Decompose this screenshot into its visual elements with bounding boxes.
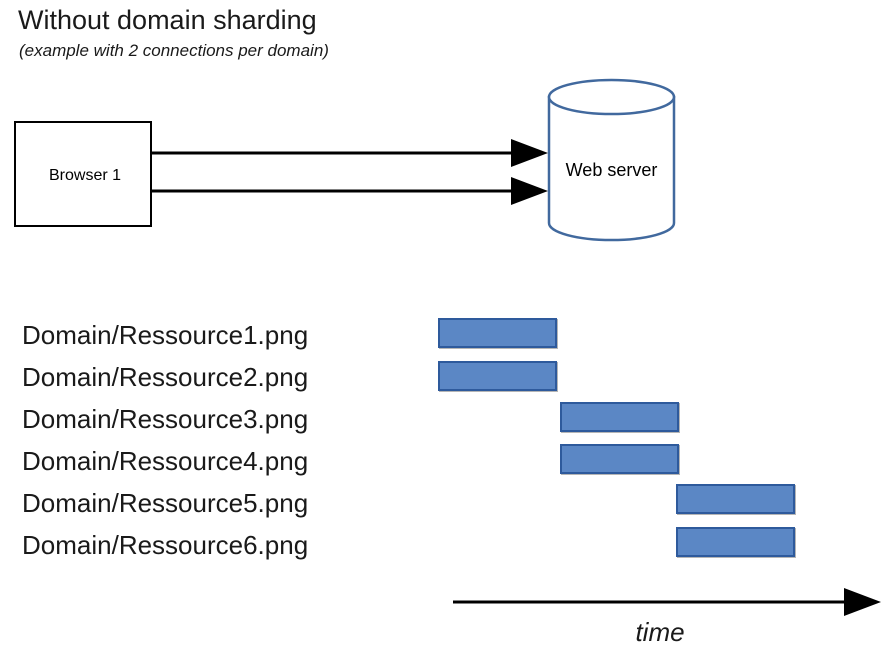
browser-node-label: Browser 1 <box>48 167 122 184</box>
browser-node: Browser 1 <box>14 121 152 227</box>
list-item: Domain/Ressource2.png <box>22 362 309 392</box>
timeline-bar <box>438 318 557 348</box>
connection-arrow-1 <box>152 139 548 167</box>
page-subtitle: (example with 2 connections per domain) <box>19 41 329 60</box>
web-server-label: Web server <box>565 160 658 180</box>
list-item: Domain/Ressource4.png <box>22 446 309 476</box>
list-item: Domain/Ressource5.png <box>22 488 309 518</box>
timeline-bar <box>560 444 679 474</box>
page-title: Without domain sharding <box>18 5 317 35</box>
time-axis-arrow <box>453 588 881 616</box>
list-item: Domain/Ressource6.png <box>22 530 309 560</box>
timeline-bar <box>676 484 795 514</box>
list-item: Domain/Ressource1.png <box>22 320 309 350</box>
list-item: Domain/Ressource3.png <box>22 404 309 434</box>
timeline-bar <box>438 361 557 391</box>
connection-arrow-2 <box>152 177 548 205</box>
time-axis-label: time <box>635 617 685 647</box>
timeline-bar <box>560 402 679 432</box>
timeline-bar <box>676 527 795 557</box>
